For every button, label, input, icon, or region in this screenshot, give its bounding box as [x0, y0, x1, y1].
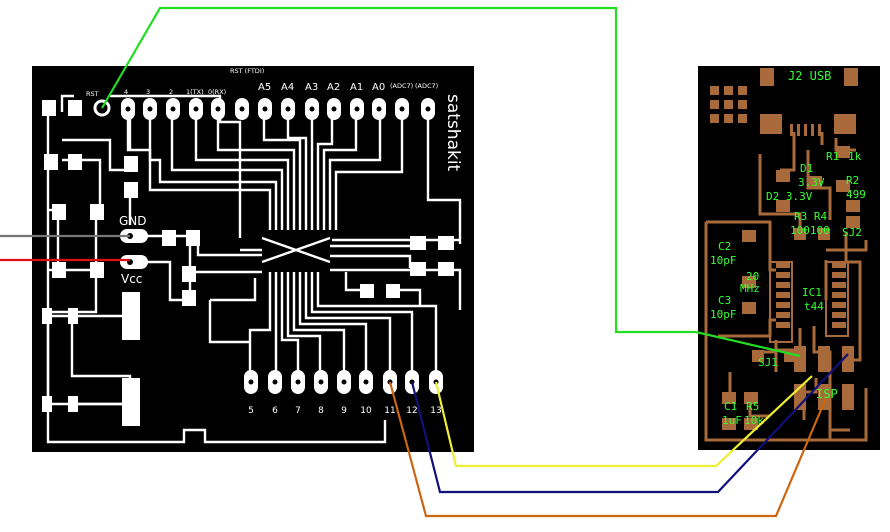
bottom-header-pads: [244, 370, 443, 394]
pin-label-13: 13: [430, 406, 441, 416]
pin-label-9: 9: [341, 406, 347, 416]
pin-label-6: 6: [272, 406, 278, 416]
r2-label: R2: [846, 174, 859, 187]
c1-value: 1uF: [722, 414, 742, 427]
pin-label-adc7-a: (ADC7): [390, 82, 413, 90]
usb-mount-pads: [710, 86, 747, 123]
isp-pads: [722, 68, 860, 430]
c3-value: 10pF: [710, 308, 737, 321]
pin-label-a2: A2: [327, 82, 340, 93]
pin-label-10: 10: [360, 406, 372, 416]
pin-label-a3: A3: [305, 82, 318, 93]
top-header-pads: [93, 98, 435, 120]
pin-label-8: 8: [318, 406, 324, 416]
pin-label-rst: RST: [86, 90, 99, 98]
pin-label-adc7-b: (ADC7): [415, 82, 438, 90]
r3r4-value: 100100: [790, 224, 830, 237]
smd-pads: [42, 100, 454, 426]
pin-label-2: 2: [169, 88, 173, 96]
xtal-unit: MHz: [740, 282, 760, 295]
sj1-label: SJ1: [758, 356, 778, 369]
isp-board: J2 USB R1 1k D1 3.3V D2 3.3V R2 499 R3 R…: [698, 66, 880, 450]
pin-label-a1: A1: [350, 82, 363, 93]
wire-miso: [434, 375, 813, 468]
c2-value: 10pF: [710, 254, 737, 267]
xtal-label: 20: [746, 270, 759, 283]
sj2-label: SJ2: [842, 226, 862, 239]
wire-sck: [388, 381, 828, 518]
ic1-label: IC1: [802, 286, 822, 299]
r5-label: R5: [746, 400, 759, 413]
pin-label-3: 3: [146, 88, 150, 96]
rst-ftdi-label: RST (FTDI): [230, 67, 264, 75]
pin-label-5: 5: [248, 406, 254, 416]
c2-label: C2: [718, 240, 731, 253]
ic1-value: t44: [804, 300, 824, 313]
pin-label-a0: A0: [372, 82, 385, 93]
vcc-label: Vcc: [121, 272, 142, 286]
jumper-wires: [0, 6, 849, 518]
pin-label-a5: A5: [258, 82, 271, 93]
r1-label: R1: [826, 150, 839, 163]
d1-label: D1: [800, 162, 813, 175]
gnd-label: GND: [119, 214, 147, 228]
satshakit-board: satshakit RST (FTDI) RST 4 3 2 1(TX) 0(R…: [32, 66, 474, 452]
d2-label: D2 3.3V: [766, 190, 813, 203]
pin-label-4: 4: [124, 88, 128, 96]
wire-rst: [101, 6, 801, 358]
analog-pin-labels: A5 A4 A3 A2 A1 A0 (ADC7) (ADC7): [258, 82, 438, 93]
top-pin-labels: RST 4 3 2 1(TX) 0(RX): [86, 88, 226, 98]
c1-label: C1: [724, 400, 737, 413]
pin-label-12: 12: [406, 406, 417, 416]
r5-value: 10k: [744, 414, 764, 427]
isp-label: ISP: [816, 387, 838, 401]
c3-label: C3: [718, 294, 731, 307]
pin-label-7: 7: [295, 406, 301, 416]
r2-value: 499: [846, 188, 866, 201]
pin-label-11: 11: [384, 406, 395, 416]
r1-value: 1k: [848, 150, 862, 163]
bottom-pin-labels: 5 6 7 8 9 10 11 12 13: [248, 406, 442, 416]
board-traces: [46, 94, 462, 444]
r3r4-label: R3 R4: [794, 210, 827, 223]
board-title: satshakit: [443, 94, 463, 172]
d1-value: 3.3V: [798, 176, 825, 189]
pin-label-0rx: 0(RX): [208, 88, 226, 96]
isp-labels: J2 USB R1 1k D1 3.3V D2 3.3V R2 499 R3 R…: [710, 69, 866, 427]
usb-label: J2 USB: [788, 69, 831, 83]
wire-mosi: [410, 353, 849, 494]
pin-label-1tx: 1(TX): [186, 88, 204, 96]
pin-label-a4: A4: [281, 82, 294, 93]
